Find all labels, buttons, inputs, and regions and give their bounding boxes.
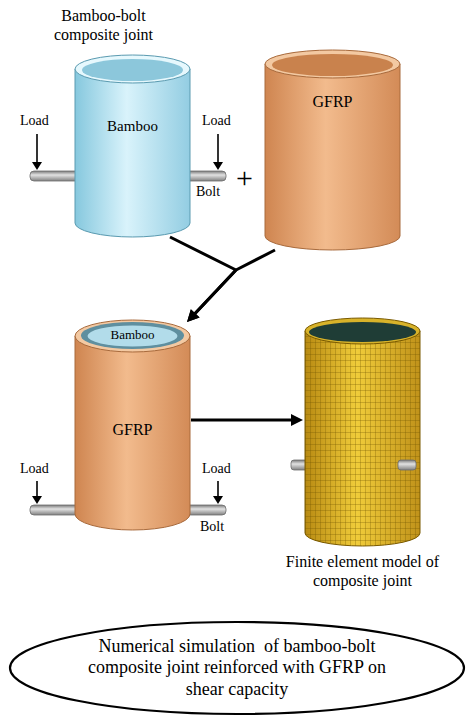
bamboo-cylinder-outline — [75, 55, 190, 237]
fe-model-cylinder-outline — [305, 318, 420, 546]
load-label: Load — [20, 114, 49, 128]
load-label: Load — [202, 114, 231, 128]
load-arrow-head — [213, 496, 223, 504]
load-arrow-head — [213, 162, 223, 170]
load-label: Load — [202, 462, 231, 476]
arrow-line — [191, 419, 293, 422]
load-arrow — [217, 134, 219, 163]
flow-arrow — [191, 414, 303, 426]
load-arrow — [36, 481, 38, 497]
gfrp-cylinder: GFRP — [265, 50, 400, 250]
load-arrow-head — [32, 162, 42, 170]
arrow-head — [187, 309, 200, 322]
flow-arrow — [187, 250, 275, 322]
load-arrow-head — [32, 496, 42, 504]
load-label: Load — [20, 462, 49, 476]
bamboo-core-ellipse: Bamboo — [81, 322, 184, 349]
node-label: GFRP — [75, 420, 190, 439]
reinforced-joint-cylinder: GFRP Bamboo — [75, 320, 190, 530]
load-arrow — [217, 481, 219, 497]
node-label: Finite element model of composite joint — [285, 552, 440, 590]
bolt-label: Bolt — [200, 520, 224, 534]
node-label: GFRP — [265, 92, 400, 111]
node-label: Bamboo — [75, 117, 190, 135]
node-label: Bamboo — [81, 327, 184, 343]
arrow-head — [291, 414, 303, 426]
bolt-label: Bolt — [196, 185, 220, 199]
arrow-line — [194, 250, 275, 315]
fe-model-cylinder: Finite element model of composite joint — [305, 318, 420, 546]
gfrp-cylinder-outline — [265, 50, 400, 250]
node-label: Numerical simulation of bamboo-bolt comp… — [82, 636, 392, 701]
load-arrow — [36, 134, 38, 163]
plus-sign: + — [236, 163, 253, 193]
summary-ellipse: Numerical simulation of bamboo-bolt comp… — [8, 620, 466, 716]
heading: Bamboo-bolt composite joint — [41, 6, 166, 44]
bamboo-cylinder: Bamboo-bolt composite jointBamboo — [75, 55, 190, 237]
